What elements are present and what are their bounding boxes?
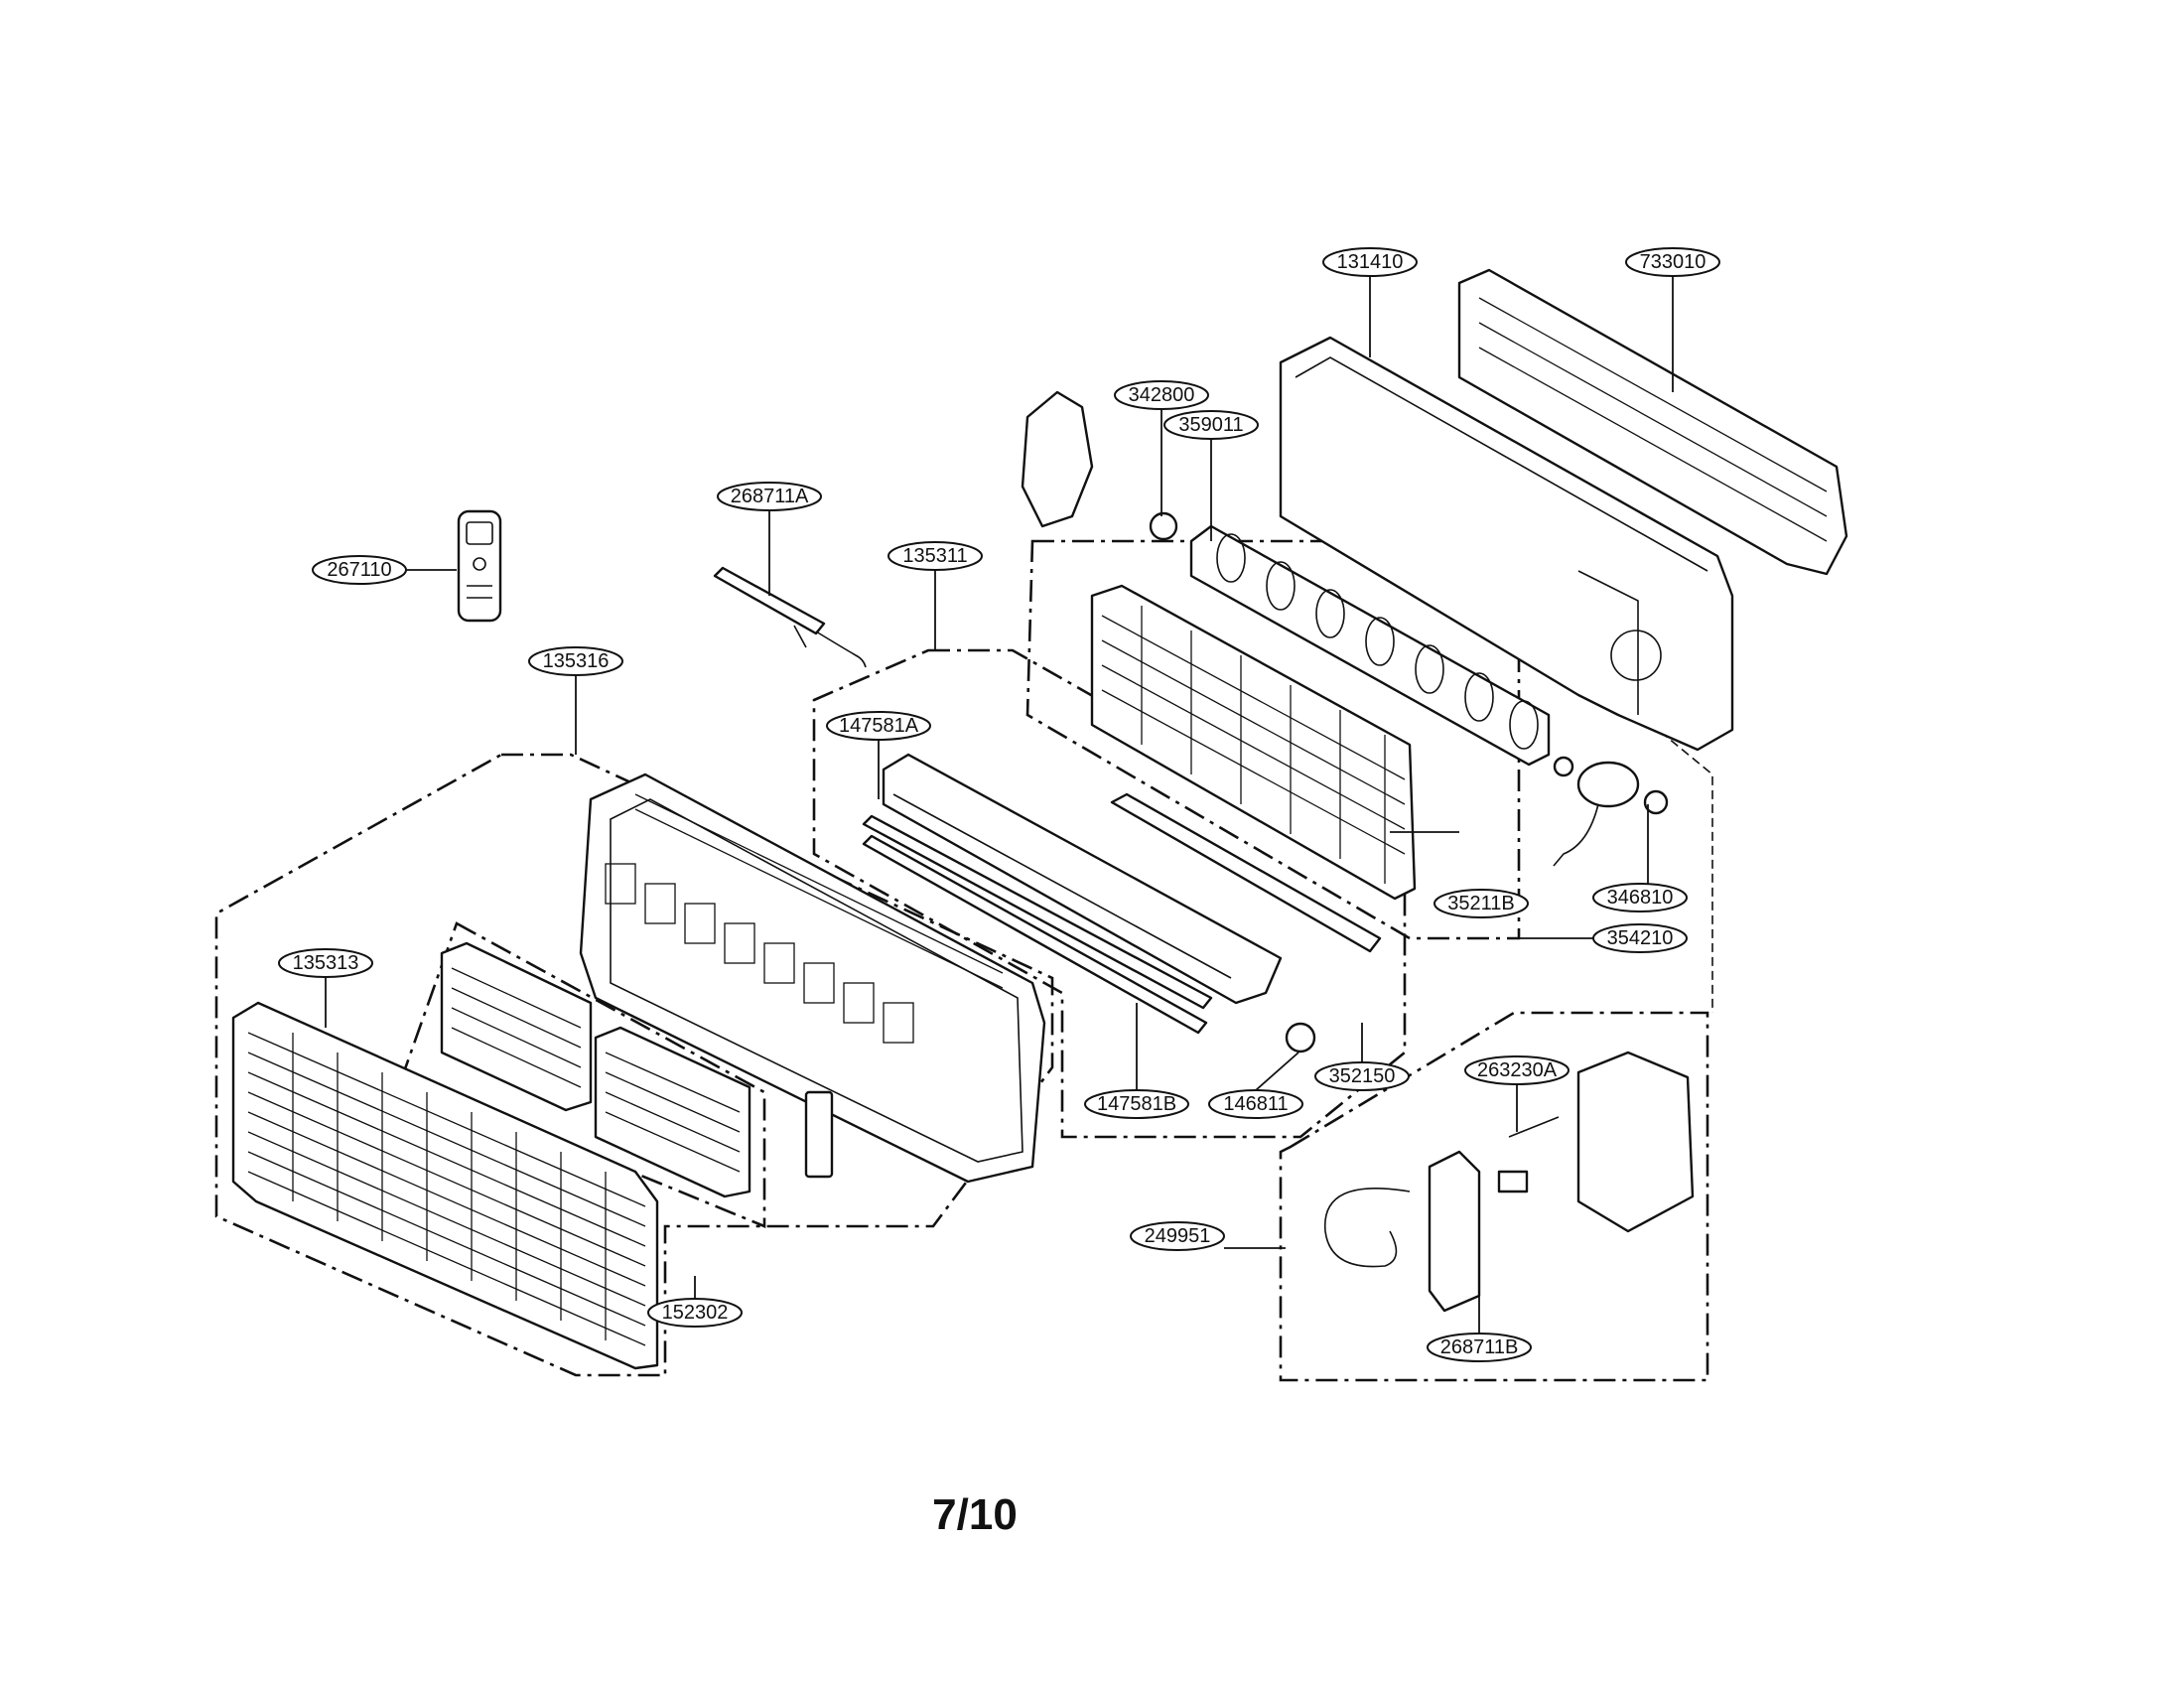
group-motor-dashed-link — [1627, 704, 1713, 1013]
callout-35211B: 35211B — [1433, 889, 1529, 918]
group-control-box-border — [1279, 1011, 1709, 1382]
bearing-housing — [1021, 390, 1178, 541]
callout-147581B: 147581B — [1084, 1089, 1189, 1119]
display-cover — [804, 1090, 834, 1179]
vane-assembly — [862, 753, 1382, 1053]
lower-vane-2 — [862, 834, 1208, 1035]
svg-text:146811: 146811 — [1223, 1093, 1288, 1115]
evaporator — [1090, 584, 1417, 901]
callout-352150: 352150 — [1314, 1061, 1410, 1091]
display-pcb — [713, 566, 867, 668]
air-filters — [440, 941, 751, 1198]
leader-lines — [325, 260, 1674, 1360]
callout-131410: 131410 — [1322, 247, 1418, 277]
callout-359011: 359011 — [1163, 410, 1259, 440]
callout-152302: 152302 — [647, 1298, 743, 1328]
chassis — [1279, 336, 1734, 752]
page-number: 7/10 — [932, 1490, 1018, 1539]
group-filter-border — [400, 921, 766, 1228]
callout-346810: 346810 — [1592, 883, 1688, 912]
swing-spring — [1110, 792, 1382, 953]
svg-text:35211B: 35211B — [1447, 893, 1514, 914]
svg-text:352150: 352150 — [1329, 1065, 1396, 1087]
callout-135313: 135313 — [278, 948, 373, 978]
front-panel-frame — [579, 772, 1046, 1184]
svg-text:359011: 359011 — [1178, 414, 1243, 436]
svg-text:135313: 135313 — [293, 952, 359, 974]
callout-342800: 342800 — [1114, 380, 1209, 410]
svg-text:135316: 135316 — [543, 650, 610, 672]
callout-268711A: 268711A — [717, 482, 822, 511]
svg-text:135311: 135311 — [902, 545, 967, 567]
callout-147581A: 147581A — [826, 711, 931, 741]
lower-vane — [862, 814, 1213, 1010]
svg-text:263230A: 263230A — [1477, 1059, 1558, 1081]
installation-plate — [1457, 268, 1848, 576]
step-motor — [1285, 1022, 1316, 1053]
svg-text:268711B: 268711B — [1440, 1336, 1519, 1358]
svg-text:147581B: 147581B — [1097, 1093, 1176, 1115]
callout-146811: 146811 — [1208, 1089, 1303, 1119]
svg-text:147581A: 147581A — [839, 715, 919, 737]
group-front-panel-border — [214, 753, 1054, 1377]
callout-135311: 135311 — [887, 541, 983, 571]
callout-733010: 733010 — [1625, 247, 1720, 277]
callout-268711B: 268711B — [1427, 1333, 1532, 1362]
svg-text:249951: 249951 — [1145, 1225, 1211, 1247]
svg-text:152302: 152302 — [662, 1302, 729, 1324]
remote-control — [457, 509, 502, 623]
svg-text:342800: 342800 — [1129, 384, 1195, 406]
svg-text:354210: 354210 — [1607, 927, 1674, 949]
fan-motor — [1553, 756, 1669, 867]
callout-135316: 135316 — [528, 646, 623, 676]
front-grille — [231, 1001, 659, 1370]
svg-text:268711A: 268711A — [731, 486, 809, 507]
svg-text:131410: 131410 — [1337, 251, 1404, 273]
callout-249951: 249951 — [1130, 1221, 1225, 1251]
control-box — [1324, 1051, 1695, 1313]
svg-text:346810: 346810 — [1607, 887, 1674, 909]
svg-text:267110: 267110 — [327, 559, 391, 581]
callout-263230A: 263230A — [1464, 1055, 1570, 1085]
callout-354210: 354210 — [1592, 923, 1688, 953]
bearing — [1149, 511, 1178, 541]
svg-text:733010: 733010 — [1640, 251, 1706, 273]
callout-267110: 267110 — [312, 555, 407, 585]
